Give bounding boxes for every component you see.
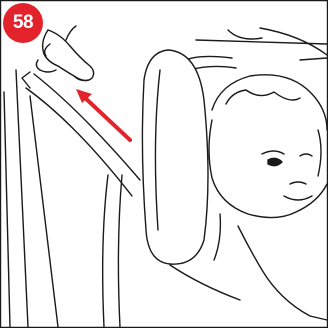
direction-arrow-icon xyxy=(76,89,130,140)
step-number-badge: 58 xyxy=(3,3,43,43)
child-figure xyxy=(209,75,327,320)
headrest-icon xyxy=(142,50,208,264)
step-number: 58 xyxy=(13,12,33,34)
hand-icon xyxy=(36,26,93,81)
window-frame xyxy=(186,56,327,70)
